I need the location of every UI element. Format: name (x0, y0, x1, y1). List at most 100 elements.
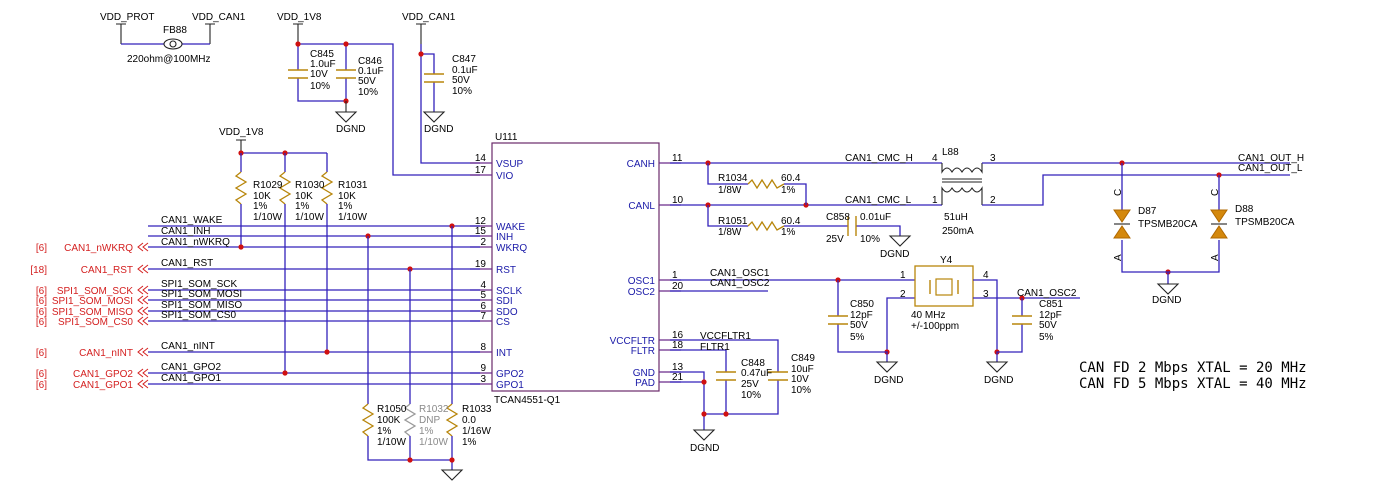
u111-part: TCAN4551-Q1 (494, 395, 561, 406)
offpage-name: CAN1_nWKRQ (64, 243, 133, 254)
c848-voltage: 25V (741, 379, 759, 390)
r1029-ref: R1029 (253, 180, 283, 191)
offpage-arrow-icon (137, 306, 149, 316)
crystal-y4-icon (914, 265, 974, 307)
vdd-1v8-label-top: VDD_1V8 (277, 12, 322, 23)
offpage-name: CAN1_nINT (79, 348, 133, 359)
u111-pin-name: GND (633, 368, 655, 379)
offpage-sheet: [6] (36, 369, 47, 380)
net-osc1: CAN1_OSC1 (710, 268, 770, 279)
c845-voltage: 10V (310, 69, 328, 80)
net-can1-inh: CAN1_INH (161, 226, 210, 237)
net-out-h: CAN1_OUT_H (1238, 153, 1304, 164)
r1029-tol: 1% (253, 201, 268, 212)
net-can1-nwkrq: CAN1_nWKRQ (161, 237, 230, 248)
c849-tol: 10% (791, 385, 811, 396)
u111-left-pins: 14VSUP17VIO12WAKE15INH2WKRQ19RST4SCLK5SD… (470, 153, 527, 391)
c845-ref: C845 (310, 49, 334, 60)
y4-ref: Y4 (940, 255, 953, 266)
tvs-diode-d88-icon (1210, 209, 1228, 239)
gnd-label-3: DGND (880, 249, 909, 260)
net-fltr: FLTR1 (700, 342, 730, 353)
r1032-ref: R1032 (419, 404, 449, 415)
u111-pin-name: INH (496, 232, 513, 243)
l88-ref: L88 (942, 147, 959, 158)
offpage-name: CAN1_GPO1 (73, 380, 133, 391)
c858-voltage: 25V (826, 234, 844, 245)
offpage-sheet: [6] (36, 296, 47, 307)
offpage-arrow-icon (137, 368, 149, 378)
offpage-sheet: [6] (36, 317, 47, 328)
c845-value: 1.0uF (310, 59, 336, 70)
u111-ref: U111 (495, 132, 518, 143)
tvs-diode-d87-icon (1113, 209, 1131, 239)
filter-section: DGND VCCFLTR1 FLTR1 C848 0.47uF 25V 10% … (670, 331, 815, 454)
u111-pin-number: 12 (475, 216, 487, 227)
r1033-value: 0.0 (462, 415, 476, 426)
c851-tol: 5% (1039, 332, 1054, 343)
offpage-name: SPI1_SOM_SCK (57, 286, 133, 297)
u111-pin-number: 11 (672, 153, 683, 164)
u111-pin-number: 19 (475, 259, 487, 270)
r1032-power: 1/10W (419, 437, 448, 448)
u111-pin-name: VSUP (496, 159, 524, 170)
u111-pin-name: CANL (628, 201, 655, 212)
u111-pin-name: FLTR (631, 346, 655, 357)
d87-anode: A (1113, 254, 1124, 261)
u111-pin-name: GPO2 (496, 369, 524, 380)
net-can1-wake: CAN1_WAKE (161, 215, 223, 226)
c849-ref: C849 (791, 353, 815, 364)
net-spi-mosi: SPI1_SOM_MOSI (161, 289, 242, 300)
u111-pin-name: OSC1 (628, 276, 656, 287)
c851-voltage: 50V (1039, 320, 1057, 331)
l88-pin3: 3 (990, 153, 996, 164)
r1050-power: 1/10W (377, 437, 406, 448)
net-cmc-l: CAN1_CMC_L (845, 195, 912, 206)
left-signal-wires (148, 223, 480, 385)
u111-pin-number: 16 (672, 330, 684, 341)
offpage-name: SPI1_SOM_MISO (52, 307, 133, 318)
c849-value: 10uF (791, 364, 814, 375)
r1030-power: 1/10W (295, 212, 324, 223)
c851-value: 12pF (1039, 310, 1062, 321)
vdd-can1-label-top: VDD_CAN1 (402, 12, 456, 23)
r1031-power: 1/10W (338, 212, 367, 223)
l88-pin1: 1 (932, 195, 938, 206)
r1051-tol: 1% (781, 227, 796, 238)
net-can1-nint: CAN1_nINT (161, 341, 215, 352)
u111-pin-name: WAKE (496, 222, 525, 233)
c846-ref: C846 (358, 56, 382, 67)
y4-freq: 40 MHz (911, 310, 945, 321)
offpage-arrow-icon (137, 295, 149, 305)
c850-tol: 5% (850, 332, 865, 343)
oscillator-section: DGND DGND Y4 1 2 4 3 40 MHz +/-100ppm CA… (670, 255, 1080, 386)
offpage-sheet: [6] (36, 348, 47, 359)
d87-part: TPSMB20CA (1138, 219, 1198, 230)
r1034-ref: R1034 (718, 173, 748, 184)
r1029-value: 10K (253, 191, 271, 202)
u111-pin-number: 13 (672, 362, 684, 373)
u111-pin-number: 8 (480, 342, 486, 353)
fb88-value: 220ohm@100MHz (127, 54, 211, 65)
r1032-value: DNP (419, 415, 440, 426)
offpage-arrow-icon (137, 379, 149, 389)
offpage-arrow-icon (137, 347, 149, 357)
r1050-value: 100K (377, 415, 401, 426)
pullup-resistors: VDD_1V8 R1029 10K 1% 1/10W R1030 10K 1% … (219, 127, 368, 373)
u111-pin-number: 2 (480, 237, 486, 248)
net-spi-cs0: SPI1_SOM_CS0 (161, 310, 236, 321)
u111-pin-name: INT (496, 348, 512, 359)
can-bus-section: DGND R1034 60.4 1/8W 1% R1051 60.4 1/8W … (670, 147, 1304, 306)
u111-pin-name: VCCFLTR (610, 336, 655, 347)
u111-pin-name: RST (496, 265, 516, 276)
u111-pin-number: 4 (480, 280, 486, 291)
vdd-1v8-label-pullup: VDD_1V8 (219, 127, 264, 138)
u111-pin-number: 5 (480, 290, 486, 301)
gnd-label-4: DGND (1152, 295, 1181, 306)
y4-pin3: 3 (983, 289, 989, 300)
u111-pin-name: WKRQ (496, 243, 527, 254)
u111-pin-number: 21 (672, 372, 684, 383)
common-mode-choke-icon (941, 163, 983, 205)
u111-pin-number: 7 (480, 311, 486, 322)
r1033-tol: 1% (462, 437, 477, 448)
